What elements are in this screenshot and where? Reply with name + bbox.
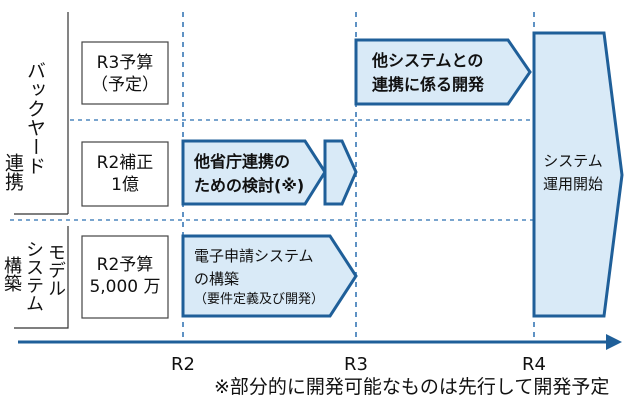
arrow-ministry-label: 他省庁連携の ための検討(※) — [194, 150, 316, 198]
tick-r3: R3 — [344, 354, 368, 375]
row-label-backyard: バックヤード — [24, 61, 46, 175]
budget-r2-line1: R2予算 — [96, 255, 154, 275]
budget-r3-line1: R3予算 — [96, 53, 154, 73]
arrow-ministry — [181, 139, 327, 206]
arrow-e-application — [181, 234, 358, 318]
budget-r2: R2予算 5,000 万 — [82, 254, 168, 298]
arrow-e-application-line1: 電子申請システム — [194, 247, 314, 265]
budget-r2-supplementary-line2: 1億 — [111, 175, 139, 196]
budget-r2-supplementary: R2補正 1億 — [82, 152, 168, 196]
arrow-operation-line1: システム — [543, 152, 603, 170]
model-bracket — [14, 226, 69, 329]
arrow-operation — [532, 31, 624, 318]
budget-r3-line2: （予定） — [91, 75, 159, 96]
budget-box-r2 — [81, 235, 169, 319]
arrow-ministry-line2: ための検討(※) — [194, 176, 305, 195]
row-label-model-mid: システム — [23, 240, 44, 312]
timeline-arrowhead — [606, 334, 622, 350]
footnote: ※部分的に開発可能なものは先行して開発予定 — [214, 376, 610, 398]
arrow-other-system-line1: 他システムとの — [372, 51, 484, 70]
arrow-operation-label: システム 運用開始 — [534, 150, 612, 195]
budget-r3: R3予算 （予定） — [82, 52, 168, 96]
row-label-model-sub: 構築 — [1, 256, 22, 292]
arrow-operation-line2: 運用開始 — [542, 174, 603, 193]
budget-r2-supplementary-line1: R2補正 — [96, 153, 154, 173]
budget-box-r3 — [81, 41, 169, 105]
row-label-model: モデル — [45, 243, 66, 297]
arrow-e-application-line3: （要件定義及び開発） — [194, 292, 325, 307]
row-label-backyard-sub: 連携 — [2, 153, 24, 191]
budget-box-r2-supplementary — [81, 141, 169, 207]
arrow-other-system — [354, 38, 532, 106]
tick-r4: R4 — [522, 354, 546, 375]
budget-r2-line2: 5,000 万 — [89, 277, 161, 298]
arrow-other-system-line2: 連携に係る開発 — [372, 75, 485, 94]
arrow-e-application-label: 電子申請システム の構築 （要件定義及び開発） — [194, 245, 344, 310]
arrow-ministry-continuation — [323, 139, 358, 206]
arrow-ministry-line1: 他省庁連携の — [194, 152, 291, 171]
arrow-e-application-line2: の構築 — [194, 269, 240, 288]
arrow-other-system-label: 他システムとの 連携に係る開発 — [372, 49, 512, 97]
tick-r2: R2 — [171, 354, 195, 375]
